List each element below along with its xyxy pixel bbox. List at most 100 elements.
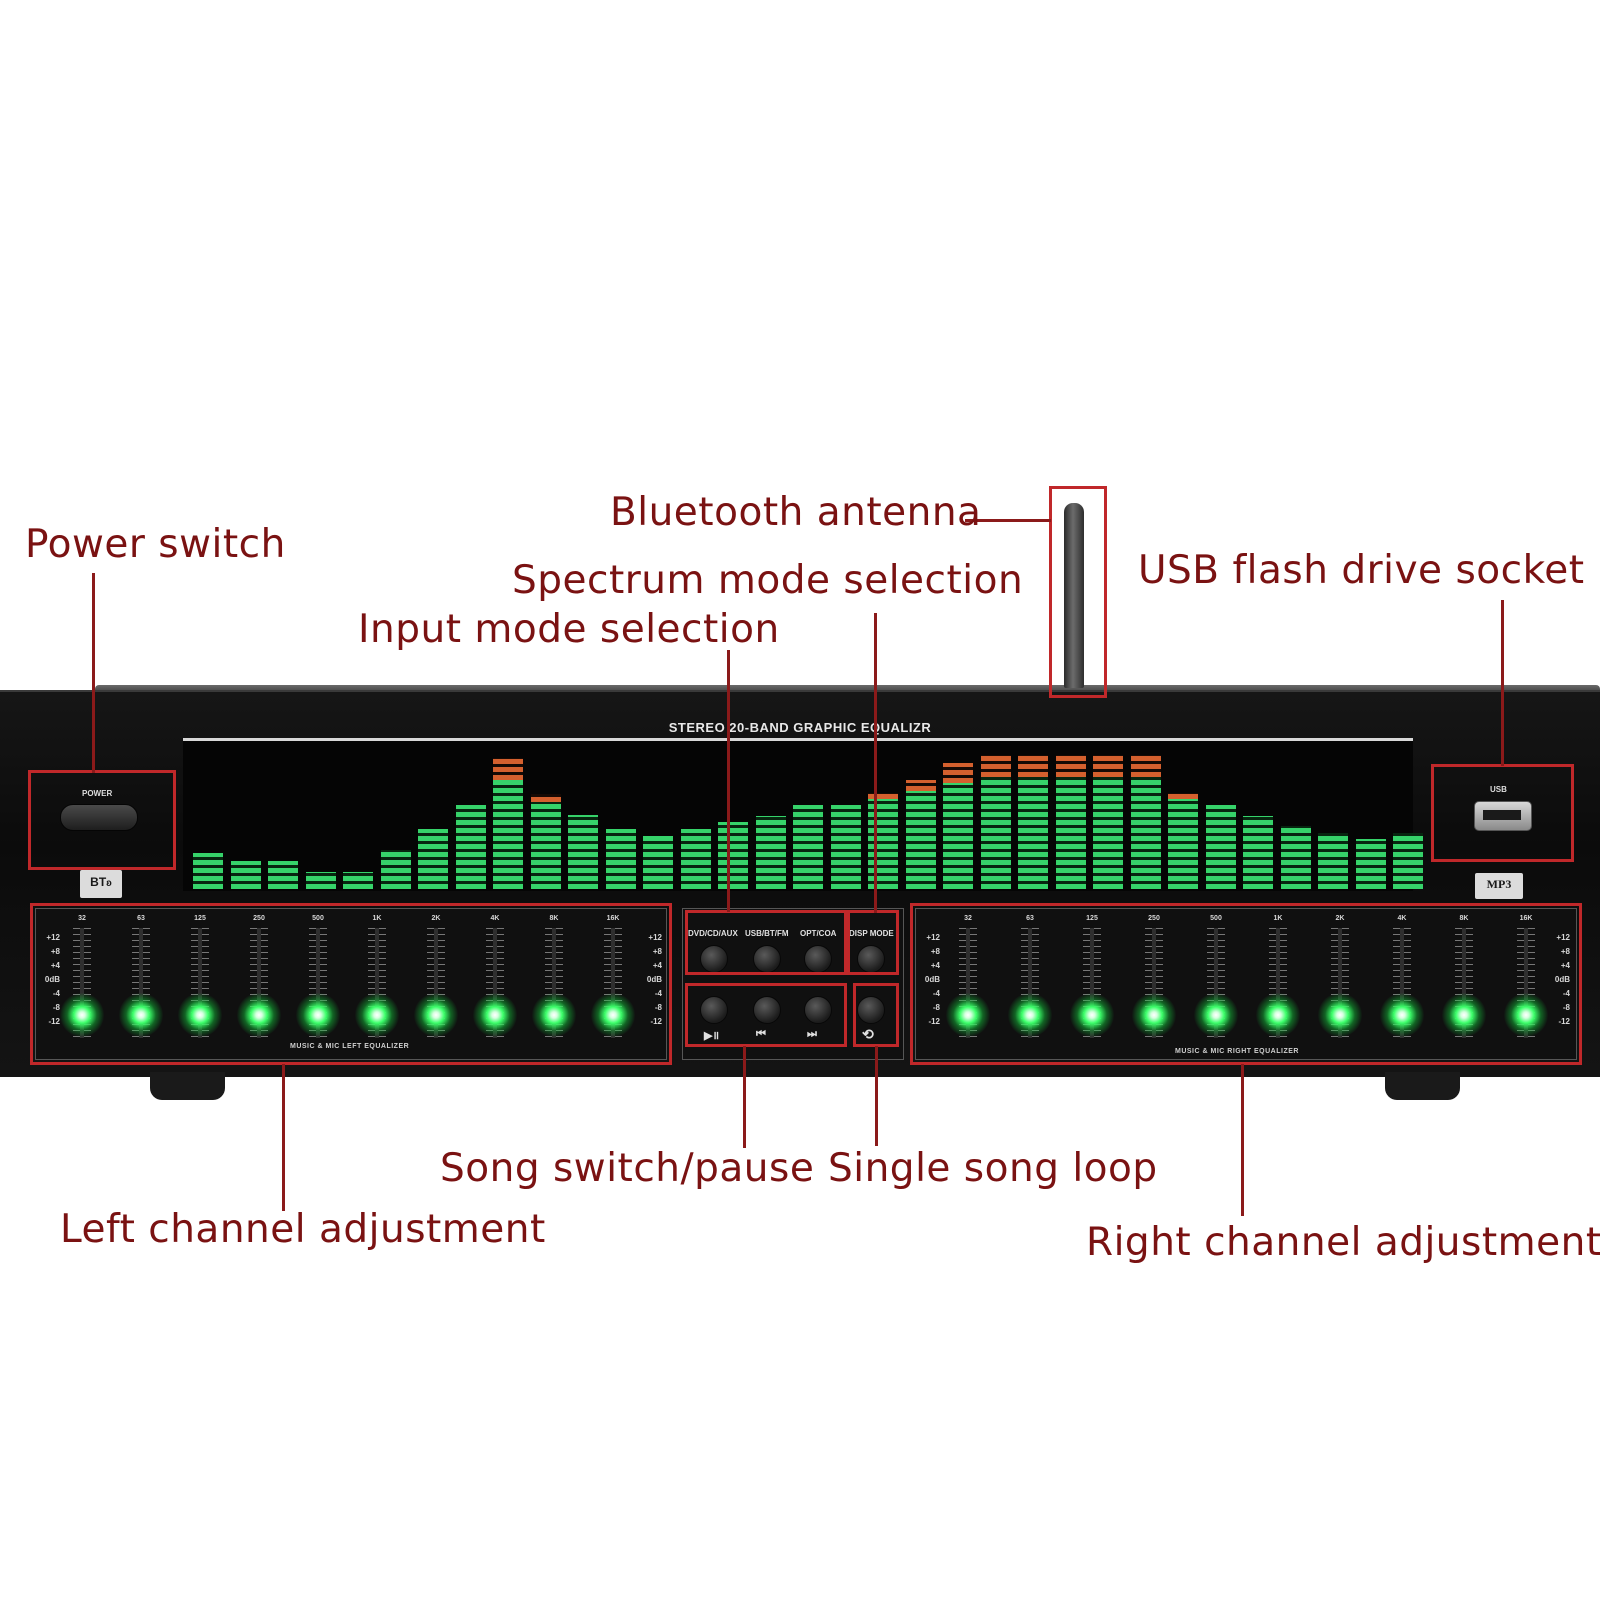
power-label: POWER xyxy=(82,789,113,798)
spectrum-bar xyxy=(980,777,1011,889)
left-band-label: 250 xyxy=(253,915,265,922)
left-db-label: +12 xyxy=(46,933,60,942)
spectrum-bar xyxy=(1130,777,1161,889)
spectrum-peak xyxy=(530,794,561,802)
right-slider-knob[interactable] xyxy=(1504,993,1548,1037)
spectrum-bar xyxy=(1018,777,1048,889)
right-band-label: 8K xyxy=(1459,915,1469,922)
spectrum-bar xyxy=(1093,777,1123,889)
right-slider-knob[interactable] xyxy=(1442,993,1486,1037)
device-title: STEREO 20-BAND GRAPHIC EQUALIZR xyxy=(668,720,932,735)
right-slider-track xyxy=(1276,928,1280,1038)
leader-usb xyxy=(1501,600,1504,766)
disp-mode-button[interactable] xyxy=(857,945,885,973)
device-foot-right xyxy=(1385,1072,1460,1100)
usb-socket[interactable] xyxy=(1474,801,1532,831)
spectrum-bar xyxy=(1355,839,1386,889)
leader-loop xyxy=(875,1046,878,1146)
callout-power-switch: Power switch xyxy=(25,522,286,567)
spectrum-bar xyxy=(268,861,298,889)
left-slider-knob[interactable] xyxy=(60,993,104,1037)
left-db-label: -8 xyxy=(654,1003,662,1012)
spectrum-bar xyxy=(343,872,373,889)
spectrum-bar xyxy=(605,829,636,889)
highlight-input-mode xyxy=(685,910,847,975)
left-slider-knob[interactable] xyxy=(237,993,281,1037)
spectrum-bar xyxy=(1205,805,1236,889)
highlight-power xyxy=(28,770,176,870)
left-slider-knob[interactable] xyxy=(296,993,340,1037)
play-pause-button[interactable] xyxy=(700,996,728,1024)
left-slider-knob[interactable] xyxy=(414,993,458,1037)
left-db-label: -4 xyxy=(52,989,60,998)
spectrum-peak xyxy=(905,780,936,791)
left-slider-knob[interactable] xyxy=(591,993,635,1037)
right-slider-knob[interactable] xyxy=(1256,993,1300,1037)
callout-single-loop: Single song loop xyxy=(828,1146,1158,1191)
right-slider-knob[interactable] xyxy=(1380,993,1424,1037)
spectrum-peak xyxy=(943,763,973,783)
spectrum-bar xyxy=(943,783,973,889)
spectrum-bar xyxy=(305,872,336,889)
spectrum-bar xyxy=(1243,816,1273,889)
spectrum-bar xyxy=(493,780,523,889)
leader-power xyxy=(92,573,95,773)
spectrum-bar xyxy=(418,829,448,889)
left-band-label: 16K xyxy=(606,915,620,922)
left-band-label: 125 xyxy=(194,915,206,922)
right-slider-knob[interactable] xyxy=(1194,993,1238,1037)
left-db-label: +12 xyxy=(648,933,662,942)
left-slider-knob[interactable] xyxy=(532,993,576,1037)
spectrum-bar xyxy=(193,853,223,889)
left-band-label: 32 xyxy=(78,915,86,922)
right-slider-track xyxy=(1152,928,1156,1038)
right-slider-knob[interactable] xyxy=(1318,993,1362,1037)
bluetooth-icon: ʚ xyxy=(106,878,112,889)
left-slider-track xyxy=(257,928,261,1038)
right-slider-knob[interactable] xyxy=(1132,993,1176,1037)
right-slider-knob[interactable] xyxy=(1070,993,1114,1037)
spectrum-bar xyxy=(718,822,748,889)
input-dvd-button[interactable] xyxy=(700,945,728,973)
right-db-label: +8 xyxy=(1560,947,1570,956)
right-db-label: -8 xyxy=(1562,1003,1570,1012)
left-band-label: 2K xyxy=(431,915,441,922)
left-band-label: 8K xyxy=(549,915,559,922)
spectrum-peak xyxy=(1055,755,1086,777)
spectrum-bar xyxy=(793,805,823,889)
left-db-label: +8 xyxy=(652,947,662,956)
input-label-dvd: DVD/CD/AUX xyxy=(688,929,738,938)
loop-icon: ⟲ xyxy=(862,1026,874,1042)
right-slider-knob[interactable] xyxy=(1008,993,1052,1037)
left-slider-knob[interactable] xyxy=(119,993,163,1037)
leader-spectrum-mode xyxy=(874,613,877,913)
power-button[interactable] xyxy=(60,804,138,831)
spectrum-bar xyxy=(830,805,861,889)
leader-right-channel xyxy=(1241,1064,1244,1216)
bluetooth-antenna xyxy=(1064,503,1084,688)
right-db-label: 0dB xyxy=(1554,975,1570,984)
left-slider-knob[interactable] xyxy=(178,993,222,1037)
usb-port-icon xyxy=(1483,810,1521,820)
input-usb-button[interactable] xyxy=(753,945,781,973)
spectrum-bar xyxy=(755,816,786,889)
loop-button[interactable] xyxy=(857,996,885,1024)
right-band-label: 2K xyxy=(1335,915,1345,922)
left-band-label: 1K xyxy=(372,915,382,922)
right-slider-knob[interactable] xyxy=(946,993,990,1037)
right-slider-track xyxy=(1090,928,1094,1038)
left-slider-knob[interactable] xyxy=(355,993,399,1037)
leader-antenna xyxy=(965,519,1051,522)
next-button[interactable] xyxy=(804,996,832,1024)
left-db-label: +4 xyxy=(50,961,60,970)
left-db-label: -12 xyxy=(48,1017,60,1026)
input-label-usb: USB/BT/FM xyxy=(745,929,789,938)
spectrum-bar xyxy=(1280,826,1311,889)
left-slider-track xyxy=(198,928,202,1038)
left-slider-knob[interactable] xyxy=(473,993,517,1037)
left-db-label: 0dB xyxy=(44,975,60,984)
left-slider-track xyxy=(552,928,556,1038)
previous-button[interactable] xyxy=(753,996,781,1024)
left-slider-track xyxy=(139,928,143,1038)
left-db-label: -4 xyxy=(654,989,662,998)
